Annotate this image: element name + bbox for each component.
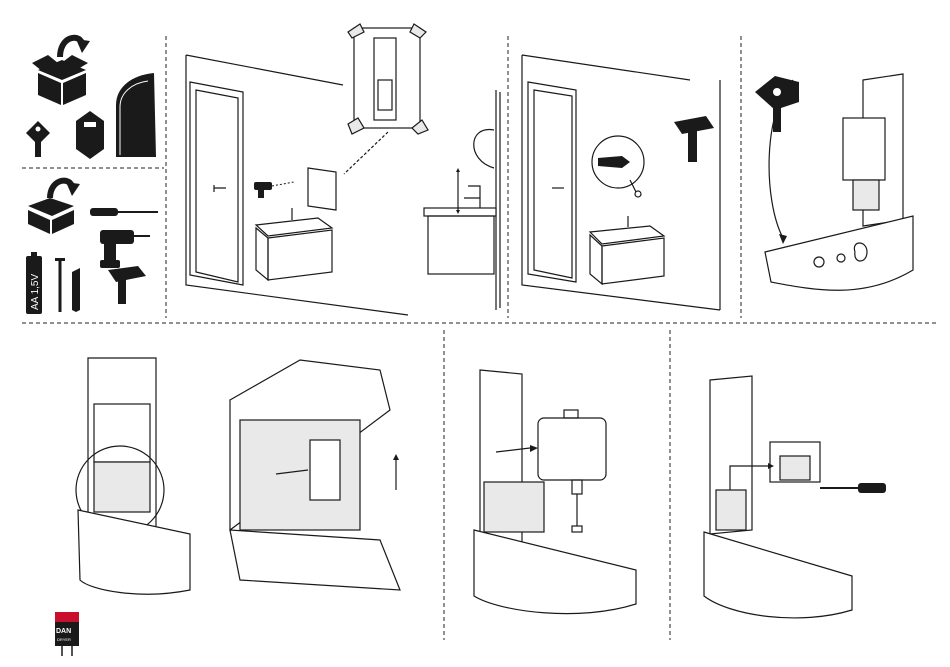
side-view [424, 90, 500, 310]
step-4-panel [60, 350, 440, 610]
step-5-illustration [460, 360, 660, 630]
soap-cartridge [538, 410, 606, 532]
dispenser-front-view [76, 358, 190, 594]
door [190, 82, 243, 285]
washbasin-cabinet [590, 216, 664, 284]
door [528, 82, 576, 282]
toolbox-icon [28, 181, 80, 234]
dispenser-bottom-cover [704, 532, 852, 618]
brand-logo: DAN DRYER [54, 606, 80, 658]
battery-label: AA 1,5V [30, 274, 41, 310]
drill-icon [254, 182, 294, 198]
step-6-illustration [690, 370, 910, 630]
template-detail [344, 24, 428, 174]
open-box-icon [32, 38, 90, 105]
package-contents-panel [20, 25, 165, 165]
screwdriver-icon [820, 483, 886, 493]
step-3-illustration [743, 20, 943, 320]
dispenser-bottom-cover [474, 530, 636, 614]
wall-plug-detail [592, 136, 644, 197]
battery-icon: AA 1,5V [26, 252, 42, 314]
step-3-panel [743, 20, 943, 320]
logo-text: DAN [56, 628, 71, 635]
step-5-panel [460, 360, 660, 630]
wall-plug-icon [72, 268, 80, 312]
soap-cartridge [843, 118, 885, 180]
battery-holder-detail [230, 360, 400, 590]
dispenser-bottom-cover [765, 216, 913, 290]
required-tools: AA 1,5V [20, 172, 165, 322]
step-2-illustration [510, 20, 740, 320]
step-4-illustration [60, 350, 440, 610]
screw-icon [55, 258, 65, 312]
washbasin-cabinet [256, 208, 332, 280]
drill-icon [100, 230, 150, 268]
refill-cartridge-icon [76, 111, 104, 159]
template-sheet [308, 168, 336, 210]
pump-unit [770, 442, 820, 482]
hammer-icon [108, 266, 146, 304]
step-2-panel [510, 20, 740, 320]
key-icon [26, 121, 50, 157]
package-contents [20, 25, 165, 165]
required-tools-panel: AA 1,5V [20, 172, 165, 322]
key-icon [755, 76, 799, 132]
screwdriver-icon [90, 208, 158, 216]
step-1-panel [168, 20, 508, 320]
logo-subtext: DRYER [57, 637, 71, 642]
dan-dryer-logo: DAN DRYER [54, 606, 80, 658]
step-6-panel [690, 370, 910, 630]
hammer-icon [674, 116, 714, 162]
step-1-illustration [168, 20, 508, 320]
dispenser-cover-icon [116, 73, 156, 157]
